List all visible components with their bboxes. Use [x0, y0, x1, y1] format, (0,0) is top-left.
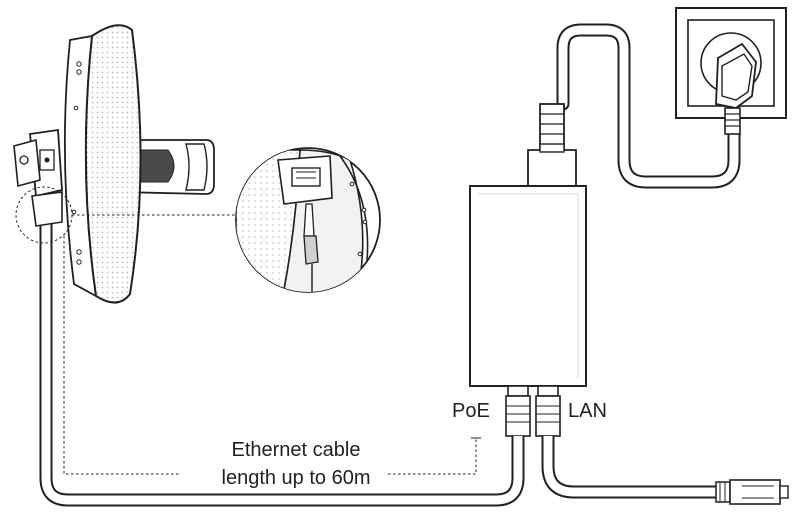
cable-length-label: Ethernet cable length up to 60m — [196, 436, 396, 492]
poe-adapter-icon — [469, 185, 587, 387]
lan-port-label: LAN — [568, 400, 607, 422]
rj45-connector-icon — [715, 479, 789, 505]
cable-label-line2: length up to 60m — [221, 467, 371, 489]
antenna-dish-icon — [13, 24, 215, 304]
power-plug-icon — [715, 42, 757, 135]
poe-port-label: PoE — [452, 400, 490, 422]
ac-connector-icon — [527, 103, 577, 187]
poe-port-connector-icon — [505, 385, 531, 437]
zoom-detail-circle-icon — [235, 147, 381, 293]
cable-label-line1: Ethernet cable — [231, 439, 361, 461]
lan-port-connector-icon — [535, 385, 561, 437]
